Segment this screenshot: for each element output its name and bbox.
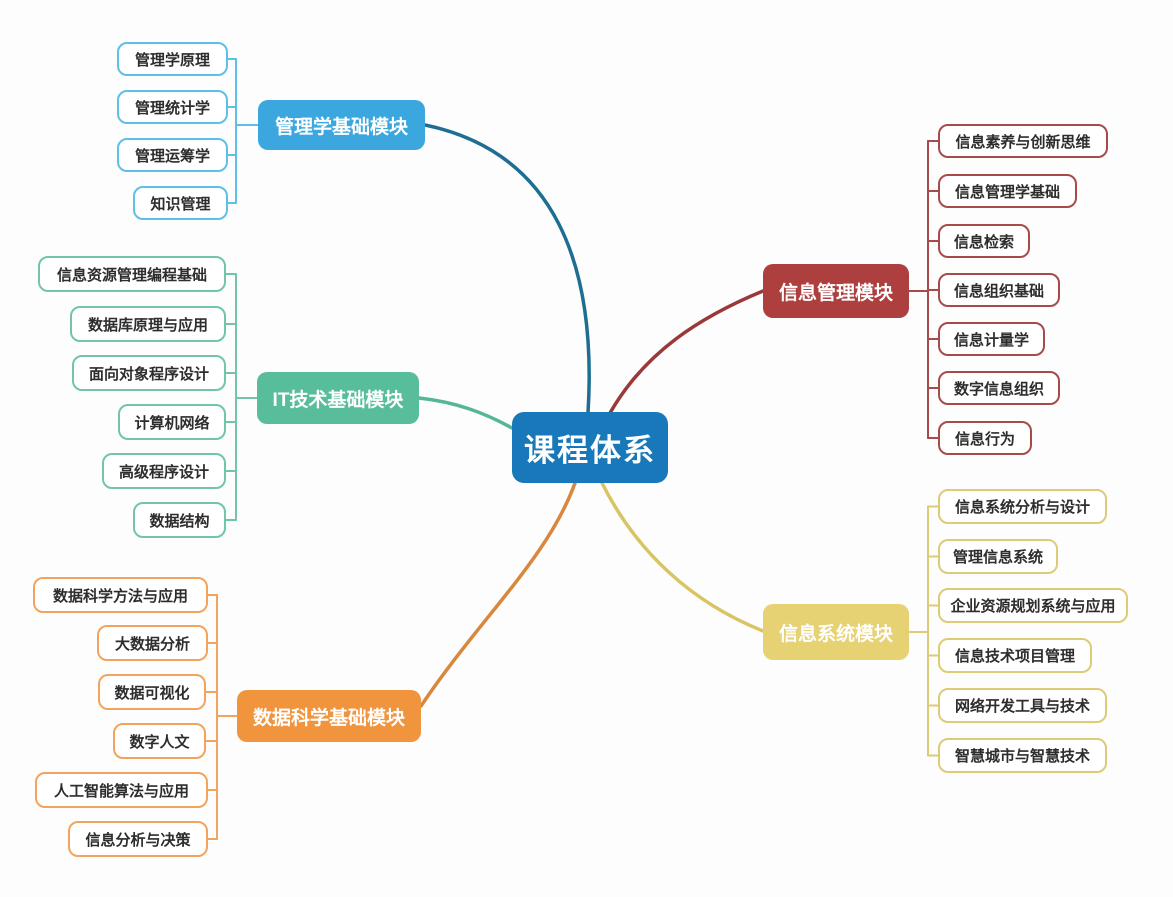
course-node-info-system-1[interactable]: 管理信息系统 bbox=[938, 539, 1058, 574]
branch-curve-it-tech bbox=[417, 396, 514, 430]
root-node-curriculum[interactable]: 课程体系 bbox=[512, 412, 668, 483]
course-node-management-1[interactable]: 管理统计学 bbox=[117, 90, 228, 124]
course-node-it-tech-5[interactable]: 数据结构 bbox=[133, 502, 226, 538]
branch-node-it-tech[interactable]: IT技术基础模块 bbox=[257, 372, 419, 424]
course-node-management-3[interactable]: 知识管理 bbox=[133, 186, 228, 220]
branch-curve-info-system bbox=[600, 481, 765, 633]
course-node-info-system-2[interactable]: 企业资源规划系统与应用 bbox=[938, 588, 1128, 623]
course-node-data-science-4[interactable]: 人工智能算法与应用 bbox=[35, 772, 208, 808]
course-node-data-science-0[interactable]: 数据科学方法与应用 bbox=[33, 577, 208, 613]
branch-curve-management bbox=[423, 123, 591, 415]
course-node-data-science-1[interactable]: 大数据分析 bbox=[97, 625, 208, 661]
course-node-data-science-5[interactable]: 信息分析与决策 bbox=[68, 821, 208, 857]
course-node-info-management-2[interactable]: 信息检索 bbox=[938, 224, 1030, 258]
branch-node-info-system[interactable]: 信息系统模块 bbox=[763, 604, 909, 660]
course-node-info-system-5[interactable]: 智慧城市与智慧技术 bbox=[938, 738, 1107, 773]
branch-node-data-science[interactable]: 数据科学基础模块 bbox=[237, 690, 421, 742]
course-node-info-management-4[interactable]: 信息计量学 bbox=[938, 322, 1045, 356]
course-node-management-0[interactable]: 管理学原理 bbox=[117, 42, 228, 76]
branch-node-management[interactable]: 管理学基础模块 bbox=[258, 100, 425, 150]
branch-node-info-management[interactable]: 信息管理模块 bbox=[763, 264, 909, 318]
course-node-it-tech-2[interactable]: 面向对象程序设计 bbox=[72, 355, 226, 391]
course-node-info-system-0[interactable]: 信息系统分析与设计 bbox=[938, 489, 1107, 524]
course-node-data-science-3[interactable]: 数字人文 bbox=[113, 723, 206, 759]
course-node-it-tech-0[interactable]: 信息资源管理编程基础 bbox=[38, 256, 226, 292]
course-node-data-science-2[interactable]: 数据可视化 bbox=[98, 674, 206, 710]
branch-curve-info-management bbox=[608, 289, 765, 415]
course-node-info-system-4[interactable]: 网络开发工具与技术 bbox=[938, 688, 1107, 723]
course-node-info-management-5[interactable]: 数字信息组织 bbox=[938, 371, 1060, 405]
course-node-info-management-0[interactable]: 信息素养与创新思维 bbox=[938, 124, 1108, 158]
branch-curve-data-science bbox=[419, 481, 577, 708]
course-node-info-management-3[interactable]: 信息组织基础 bbox=[938, 273, 1060, 307]
course-node-it-tech-1[interactable]: 数据库原理与应用 bbox=[70, 306, 226, 342]
course-node-it-tech-4[interactable]: 高级程序设计 bbox=[102, 453, 226, 489]
course-node-it-tech-3[interactable]: 计算机网络 bbox=[118, 404, 226, 440]
course-node-info-management-1[interactable]: 信息管理学基础 bbox=[938, 174, 1077, 208]
course-node-info-management-6[interactable]: 信息行为 bbox=[938, 421, 1032, 455]
course-node-management-2[interactable]: 管理运筹学 bbox=[117, 138, 228, 172]
course-node-info-system-3[interactable]: 信息技术项目管理 bbox=[938, 638, 1092, 673]
